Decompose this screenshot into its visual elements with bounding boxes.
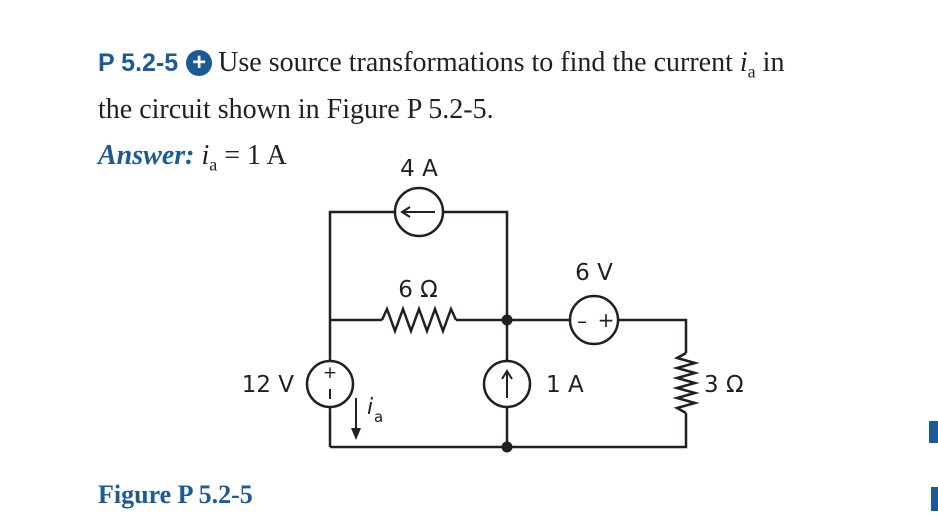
current-source-1a bbox=[482, 359, 532, 409]
current-subscript: a bbox=[747, 61, 756, 82]
figure-caption: Figure P 5.2-5 bbox=[98, 480, 253, 509]
label-4a: 4 A bbox=[400, 156, 438, 182]
answer-subscript: a bbox=[209, 154, 218, 175]
statement-end-1: in bbox=[762, 47, 785, 78]
resistor-3-ohm bbox=[672, 351, 700, 415]
arrow-left-icon bbox=[400, 206, 411, 218]
label-6-ohm: 6 Ω bbox=[398, 277, 438, 303]
plus-sign-6v: + bbox=[598, 308, 615, 332]
current-symbol: i bbox=[739, 47, 748, 78]
answer-label: Answer: bbox=[98, 140, 195, 171]
statement-line-2: the circuit shown in Figure P 5.2-5. bbox=[98, 93, 494, 125]
label-12v: 12 V bbox=[242, 372, 295, 398]
junction-dot-top bbox=[501, 314, 513, 326]
plus-circle-icon: + bbox=[186, 50, 213, 76]
label-1a: 1 A bbox=[546, 372, 584, 398]
answer: Answer: ia = 1 A bbox=[98, 140, 287, 176]
label-ia-sub: a bbox=[374, 408, 383, 426]
arrow-up-icon bbox=[501, 369, 513, 380]
voltage-source-12v: + bbox=[305, 359, 355, 409]
wire-bottom bbox=[330, 413, 688, 449]
minus-sign-6v: – bbox=[577, 309, 587, 333]
statement-line-1: Use source transformations to find the c… bbox=[218, 47, 733, 78]
current-source-4a bbox=[393, 186, 445, 238]
page-edge-mark-bottom bbox=[931, 487, 938, 511]
wire-6v-to-3ohm bbox=[618, 318, 688, 353]
page-edge-mark-top bbox=[929, 421, 938, 443]
resistor-6-ohm bbox=[380, 305, 458, 335]
label-6v: 6 V bbox=[575, 260, 613, 286]
wire-top-right bbox=[443, 210, 509, 320]
plus-sign-12v: + bbox=[323, 363, 337, 383]
label-3-ohm: 3 Ω bbox=[704, 372, 744, 398]
problem-number: P 5.2-5 bbox=[98, 49, 179, 77]
junction-dot-bottom bbox=[501, 441, 513, 453]
problem-statement: P 5.2-5 +Use source transformations to fi… bbox=[98, 44, 918, 129]
wire-top-left bbox=[328, 210, 395, 320]
answer-value: = 1 A bbox=[224, 140, 287, 171]
circuit-wires bbox=[328, 210, 688, 449]
arrow-down-icon bbox=[351, 428, 361, 440]
answer-symbol: i bbox=[201, 140, 210, 171]
current-ia-arrow bbox=[351, 398, 361, 440]
label-ia: i bbox=[367, 395, 373, 420]
voltage-source-6v: – + bbox=[568, 294, 620, 346]
